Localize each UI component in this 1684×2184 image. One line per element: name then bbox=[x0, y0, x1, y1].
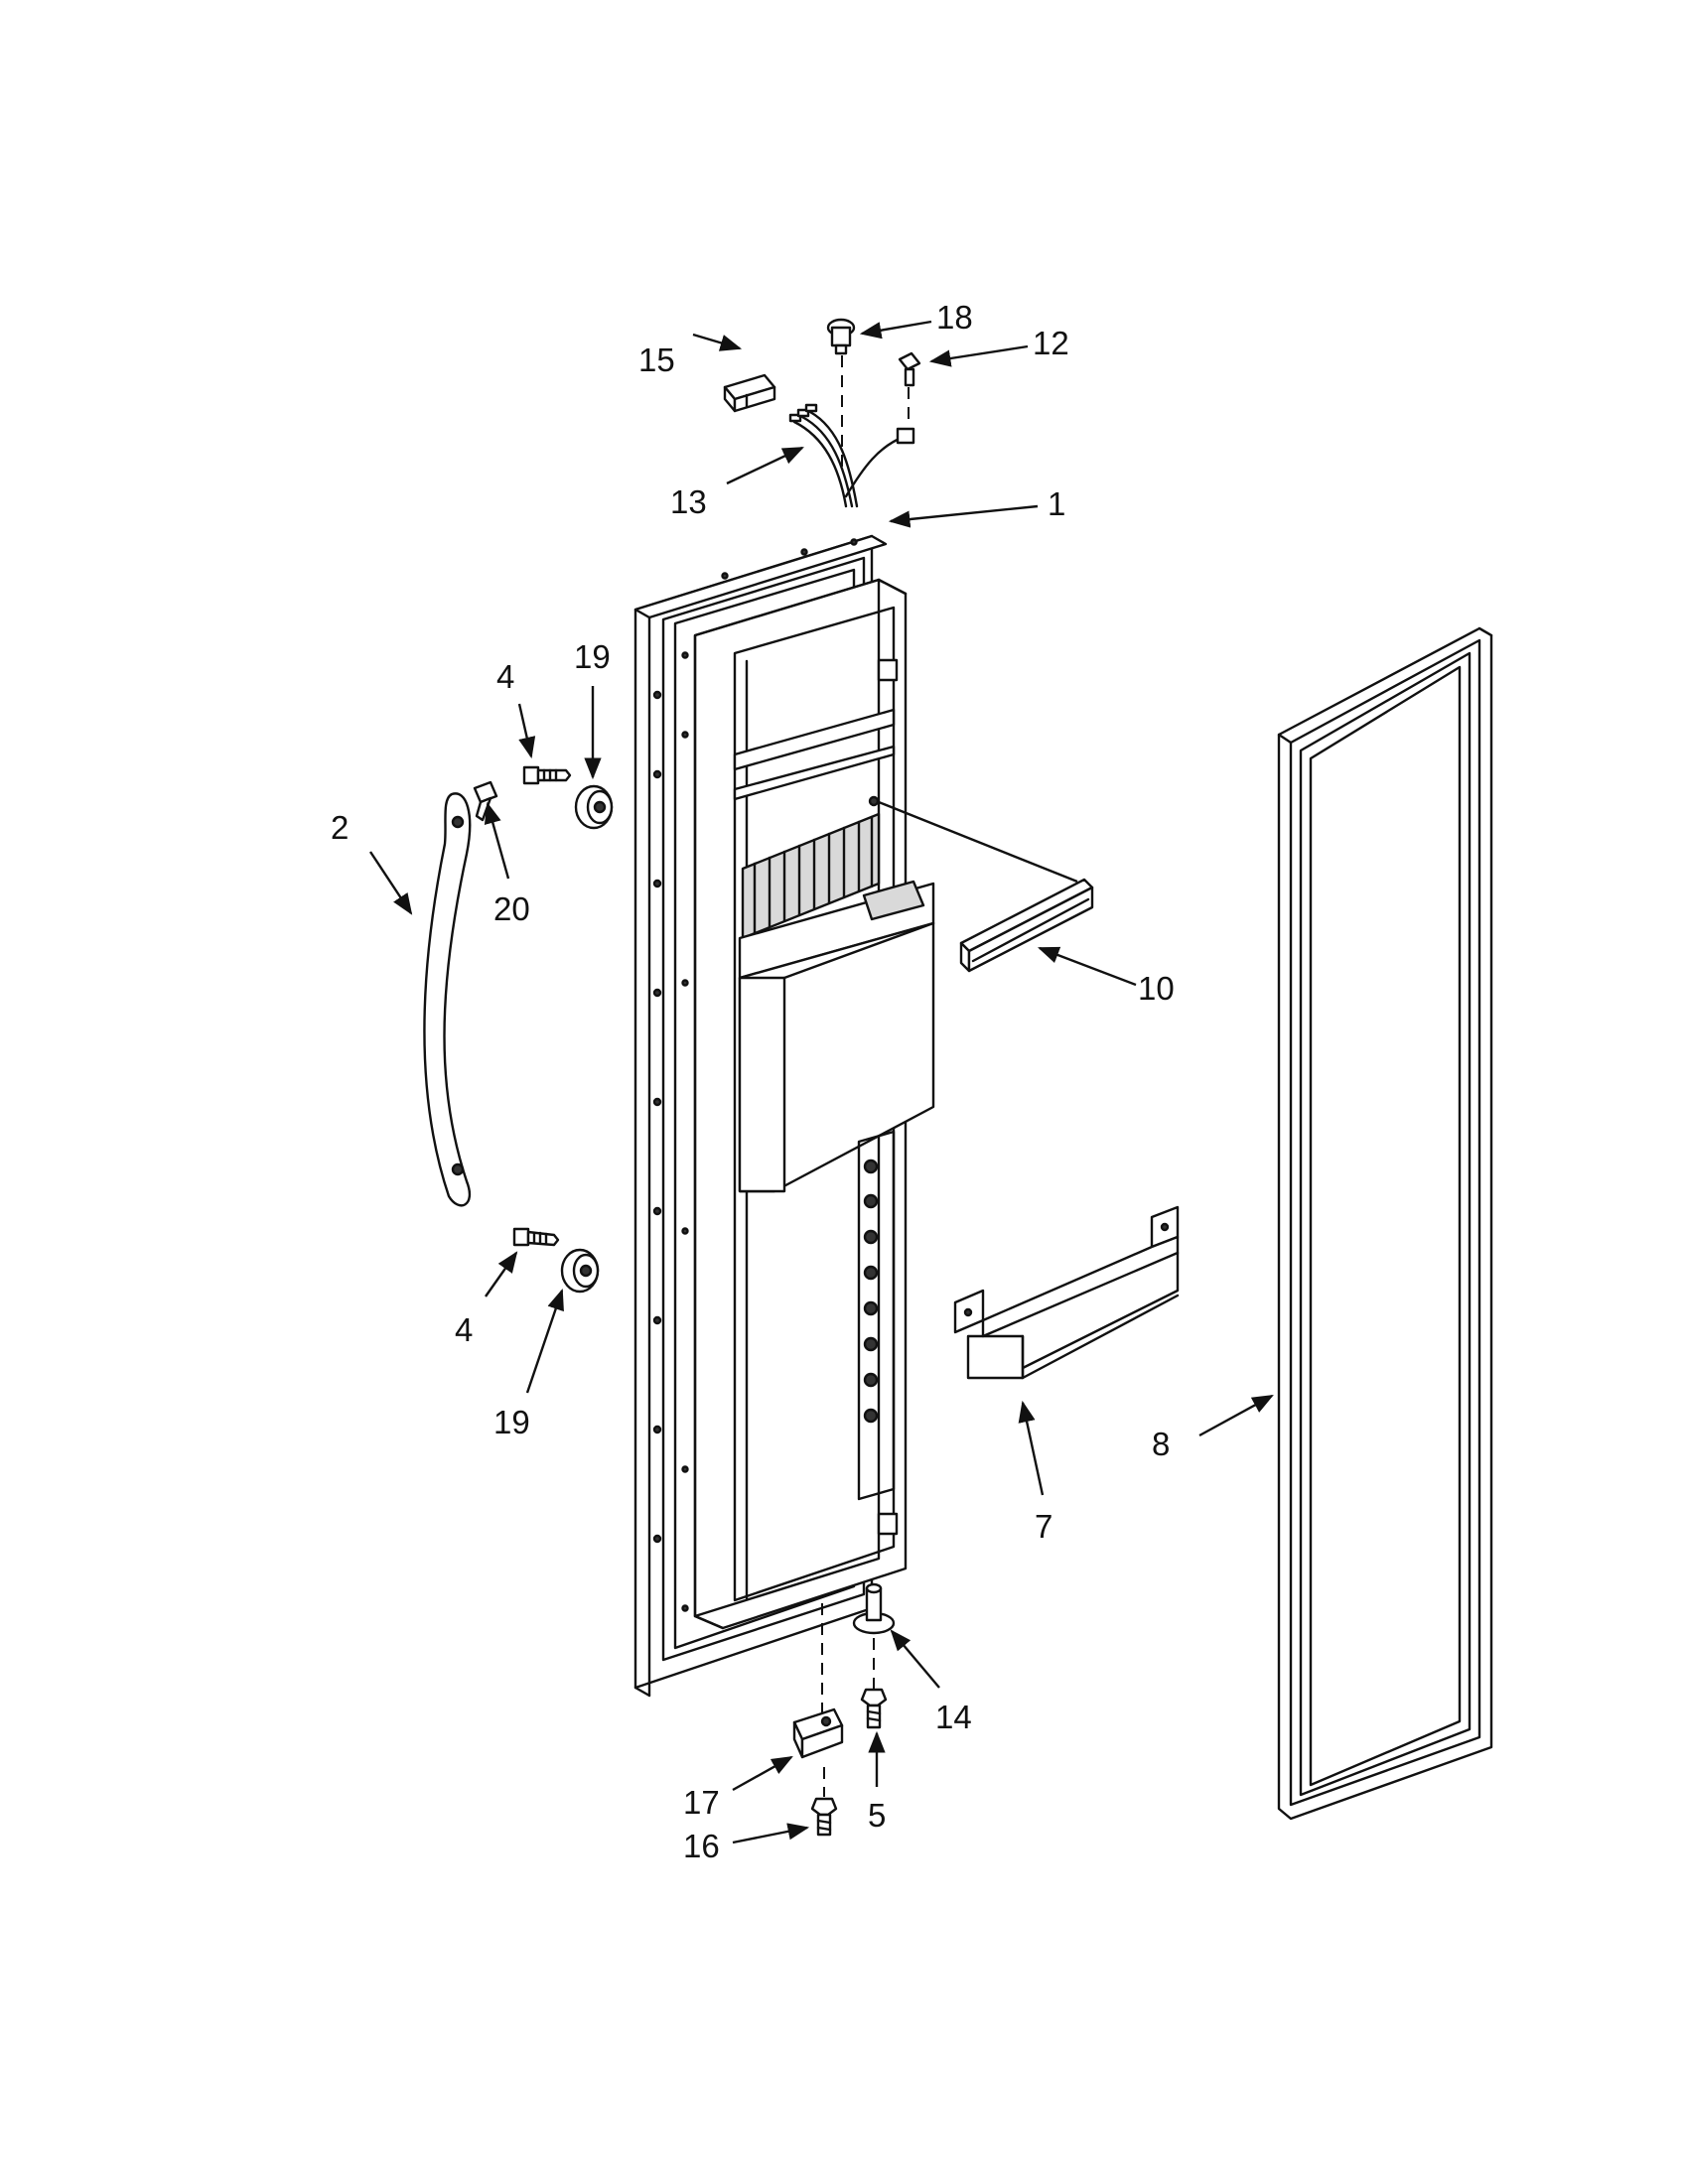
screw-16 bbox=[810, 1797, 838, 1837]
callout-8: 8 bbox=[1152, 1426, 1170, 1462]
callout-10: 10 bbox=[1138, 970, 1175, 1007]
callout-arrows bbox=[368, 320, 1274, 1844]
callout-15: 15 bbox=[638, 341, 675, 378]
callout-19-upper: 19 bbox=[574, 638, 611, 675]
door-bin-7 bbox=[953, 1205, 1180, 1380]
callout-12: 12 bbox=[1033, 325, 1069, 361]
callout-18: 18 bbox=[936, 299, 973, 336]
screw-5 bbox=[860, 1688, 888, 1729]
door-panel bbox=[633, 534, 935, 1698]
spacer-19-upper bbox=[574, 784, 614, 830]
wire-harness-13 bbox=[788, 403, 915, 508]
callout-7: 7 bbox=[1035, 1508, 1052, 1545]
callout-4-upper: 4 bbox=[496, 658, 514, 695]
callout-20: 20 bbox=[493, 890, 530, 927]
callout-13: 13 bbox=[670, 483, 707, 520]
light-socket-18 bbox=[826, 318, 856, 355]
door-handle bbox=[423, 792, 472, 1207]
trim-strip-10 bbox=[959, 878, 1094, 973]
callout-19-lower: 19 bbox=[493, 1404, 530, 1440]
callout-17: 17 bbox=[683, 1784, 720, 1821]
screw-4-lower bbox=[512, 1227, 560, 1247]
spacer-19-lower bbox=[560, 1248, 600, 1294]
screw-4-upper bbox=[522, 765, 572, 785]
connector-15 bbox=[723, 373, 776, 413]
hinge-pin-14 bbox=[852, 1582, 896, 1635]
callout-14: 14 bbox=[935, 1699, 972, 1735]
screw-20 bbox=[473, 780, 498, 822]
callout-4-lower: 4 bbox=[455, 1311, 473, 1348]
callout-5: 5 bbox=[868, 1797, 886, 1834]
door-gasket-8 bbox=[1277, 626, 1493, 1821]
screw-12 bbox=[898, 351, 921, 387]
callout-labels: 18 12 15 13 1 4 19 2 20 10 4 19 7 8 14 5… bbox=[331, 299, 1175, 1864]
hinge-bracket-17 bbox=[792, 1707, 844, 1759]
callout-16: 16 bbox=[683, 1828, 720, 1864]
callout-1: 1 bbox=[1048, 485, 1065, 522]
callout-2: 2 bbox=[331, 809, 349, 846]
